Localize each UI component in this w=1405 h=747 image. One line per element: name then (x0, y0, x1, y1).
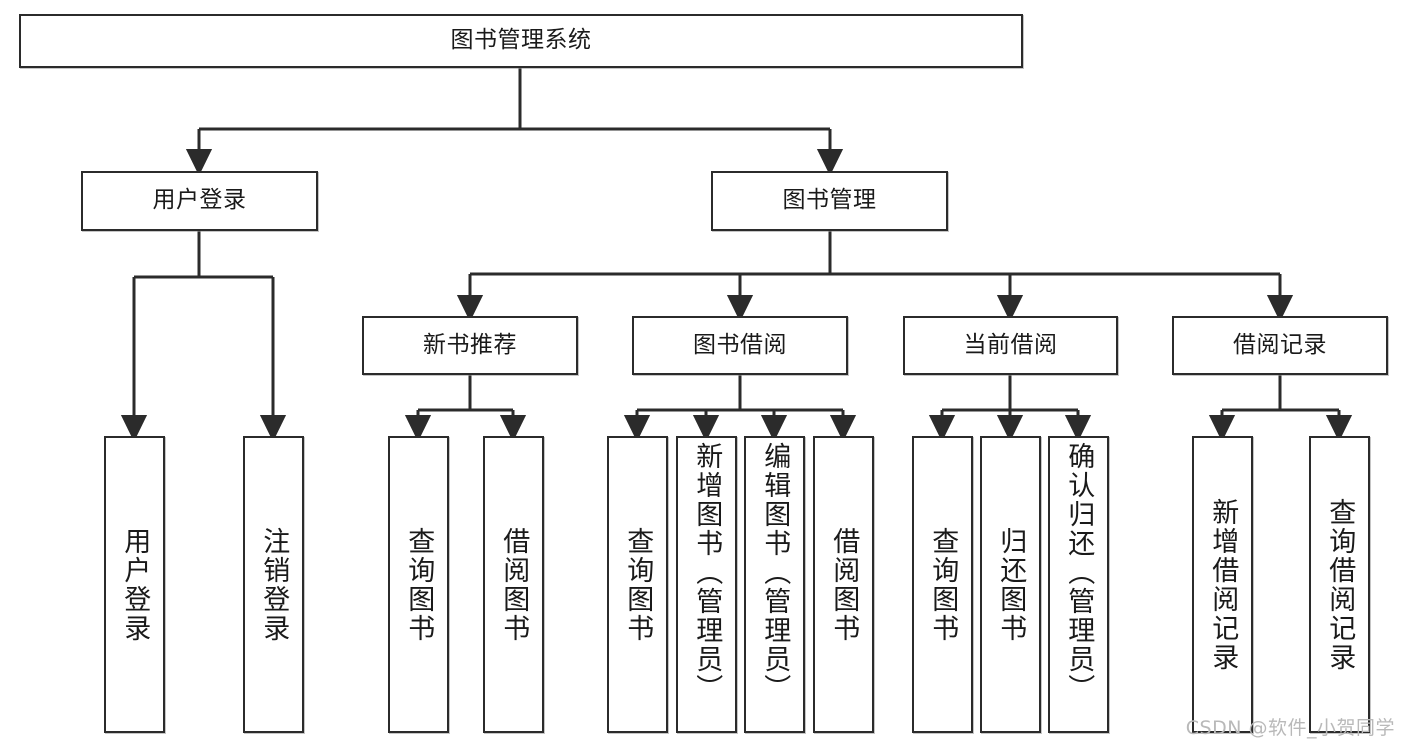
node-new-book-recommend[interactable]: 新书推荐 (362, 316, 578, 375)
leaf-book-borrow-borrow-label: 借阅图书 (828, 526, 860, 643)
node-book-management-label: 图书管理 (782, 187, 877, 214)
node-current-borrow[interactable]: 当前借阅 (903, 316, 1118, 375)
node-book-borrow-label: 图书借阅 (693, 331, 787, 358)
leaf-new-book-query[interactable]: 查询图书 (388, 436, 449, 733)
node-new-book-recommend-label: 新书推荐 (423, 331, 517, 358)
leaf-book-borrow-edit[interactable]: 编辑图书（管理员） (744, 436, 805, 733)
leaf-new-book-query-label: 查询图书 (403, 526, 435, 643)
leaf-current-borrow-confirm-return-label: 确认归还（管理员） (1063, 442, 1095, 703)
leaf-book-borrow-add-label: 新增图书（管理员） (691, 442, 723, 703)
node-book-management[interactable]: 图书管理 (711, 171, 948, 231)
leaf-current-borrow-return[interactable]: 归还图书 (980, 436, 1041, 733)
leaf-current-borrow-return-label: 归还图书 (995, 526, 1027, 643)
node-borrow-record-label: 借阅记录 (1233, 331, 1327, 358)
leaf-book-borrow-add[interactable]: 新增图书（管理员） (676, 436, 737, 733)
leaf-user-login-login[interactable]: 用户登录 (104, 436, 165, 733)
node-root[interactable]: 图书管理系统 (19, 14, 1023, 68)
leaf-user-login-login-label: 用户登录 (119, 526, 151, 643)
leaf-current-borrow-query-label: 查询图书 (927, 526, 959, 643)
node-book-borrow[interactable]: 图书借阅 (632, 316, 848, 375)
leaf-book-borrow-query-label: 查询图书 (622, 526, 654, 643)
leaf-borrow-record-query[interactable]: 查询借阅记录 (1309, 436, 1370, 733)
leaf-current-borrow-query[interactable]: 查询图书 (912, 436, 973, 733)
node-user-login[interactable]: 用户登录 (81, 171, 318, 231)
leaf-borrow-record-add-label: 新增借阅记录 (1207, 497, 1239, 672)
leaf-current-borrow-confirm-return[interactable]: 确认归还（管理员） (1048, 436, 1109, 733)
leaf-book-borrow-borrow[interactable]: 借阅图书 (813, 436, 874, 733)
node-current-borrow-label: 当前借阅 (963, 331, 1058, 358)
leaf-borrow-record-query-label: 查询借阅记录 (1324, 497, 1356, 672)
node-root-label: 图书管理系统 (450, 27, 592, 54)
leaf-book-borrow-edit-label: 编辑图书（管理员） (759, 442, 791, 703)
node-borrow-record[interactable]: 借阅记录 (1172, 316, 1388, 375)
leaf-borrow-record-add[interactable]: 新增借阅记录 (1192, 436, 1253, 733)
leaf-book-borrow-query[interactable]: 查询图书 (607, 436, 668, 733)
watermark-text: CSDN @软件_小贺同学 (1185, 717, 1395, 739)
leaf-new-book-borrow[interactable]: 借阅图书 (483, 436, 544, 733)
leaf-user-login-logout-label: 注销登录 (258, 526, 290, 643)
node-user-login-label: 用户登录 (152, 187, 247, 214)
leaf-user-login-logout[interactable]: 注销登录 (243, 436, 304, 733)
leaf-new-book-borrow-label: 借阅图书 (498, 526, 530, 643)
